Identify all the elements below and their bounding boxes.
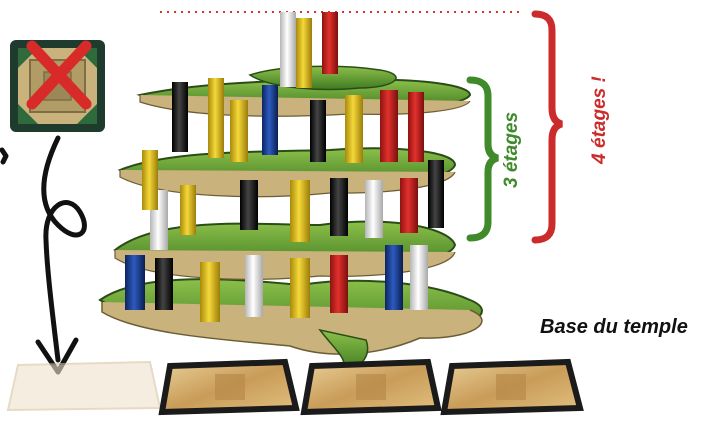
temple-tower [100, 12, 482, 372]
three-levels-label: 3 étages [501, 112, 523, 188]
ghost-tile [8, 362, 160, 410]
four-levels-label: 4 étages ! [589, 76, 611, 164]
temple-base-label: Base du temple [540, 316, 688, 339]
red-brace [535, 14, 562, 240]
looped-arrow-icon [2, 138, 84, 372]
temple-tile-cards [8, 362, 580, 412]
discarded-temple-card [10, 40, 105, 132]
green-brace [470, 80, 498, 238]
